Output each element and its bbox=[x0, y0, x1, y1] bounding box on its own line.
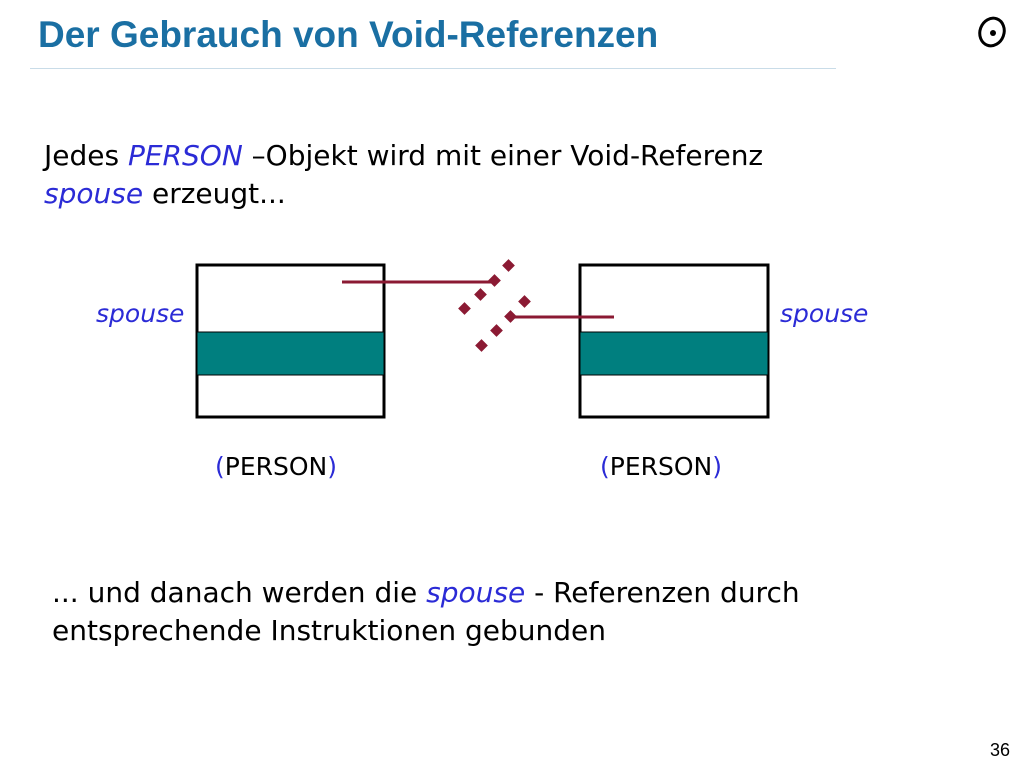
intro-text-3: erzeugt... bbox=[143, 177, 286, 210]
left-type-label: (PERSON) bbox=[215, 452, 337, 481]
right-object-field bbox=[579, 331, 769, 376]
title-divider bbox=[30, 68, 836, 69]
outro-text-1: ... und danach werden die bbox=[52, 576, 427, 609]
intro-attr-name: spouse bbox=[44, 177, 144, 210]
outro-text-2: - Referenzen durch bbox=[525, 576, 800, 609]
intro-class-name: PERSON bbox=[127, 139, 243, 172]
outro-paragraph: ... und danach werden die spouse - Refer… bbox=[52, 574, 800, 650]
left-type-open: ( bbox=[215, 452, 225, 481]
left-spouse-label: spouse bbox=[96, 299, 185, 328]
left-type-close: ) bbox=[327, 452, 338, 481]
right-type-label: (PERSON) bbox=[600, 452, 722, 481]
left-object-field bbox=[196, 331, 385, 376]
outro-text-3: entsprechende Instruktionen gebunden bbox=[52, 614, 607, 647]
page-number: 36 bbox=[990, 740, 1011, 760]
intro-text-2: –Objekt wird mit einer Void-Referenz bbox=[242, 139, 764, 172]
right-void-marker bbox=[475, 295, 531, 352]
right-type-name: PERSON bbox=[609, 452, 713, 481]
left-void-marker bbox=[458, 259, 515, 315]
right-type-open: ( bbox=[600, 452, 610, 481]
outro-attr-name: spouse bbox=[426, 576, 526, 609]
intro-text-1: Jedes bbox=[44, 139, 128, 172]
left-type-name: PERSON bbox=[224, 452, 328, 481]
eiffel-logo-icon bbox=[978, 16, 1006, 48]
right-spouse-label: spouse bbox=[780, 299, 869, 328]
right-type-close: ) bbox=[712, 452, 723, 481]
slide-title: Der Gebrauch von Void-Referenzen bbox=[38, 14, 659, 55]
intro-paragraph: Jedes PERSON –Objekt wird mit einer Void… bbox=[44, 137, 763, 213]
